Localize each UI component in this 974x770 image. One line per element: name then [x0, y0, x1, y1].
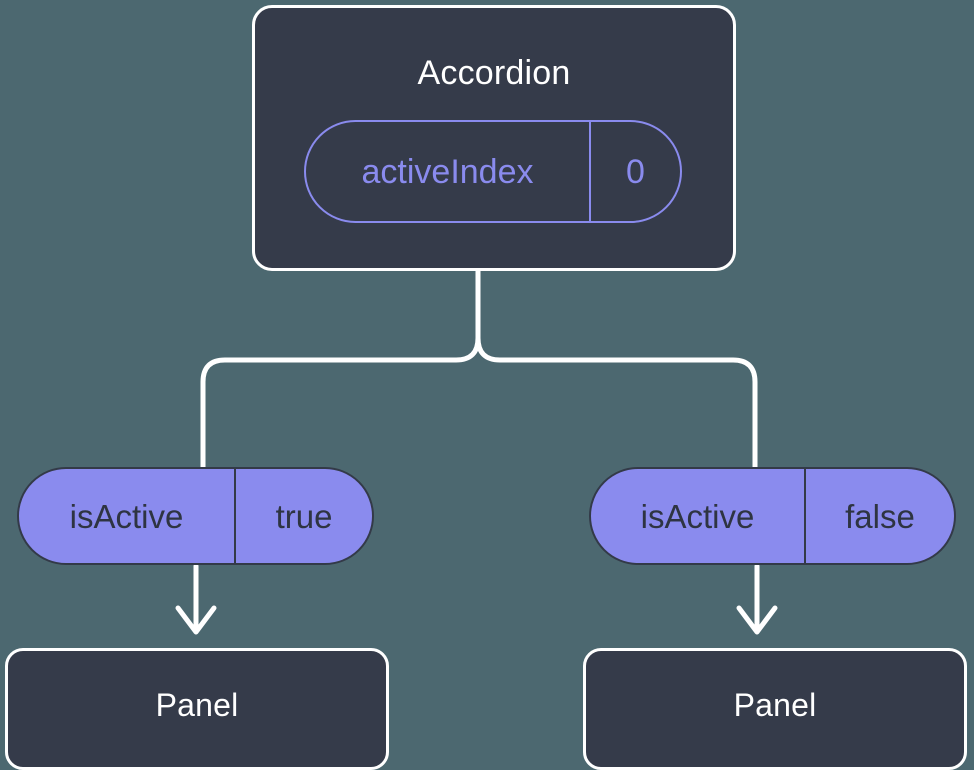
panel-right-node-title: Panel	[733, 687, 817, 723]
branch-left-path	[200, 268, 481, 470]
panel-left-node-title: Panel	[155, 687, 239, 723]
panel-right-prop-pill[interactable]: isActive false	[589, 467, 956, 565]
arrow-right-head-icon	[736, 605, 778, 635]
state-pill-key: activeIndex	[306, 122, 591, 221]
panel-left-component-node[interactable]: Panel	[5, 648, 389, 770]
arrow-left-head-icon	[175, 605, 217, 635]
accordion-state-pill[interactable]: activeIndex 0	[304, 120, 682, 223]
panel-left-prop-pill[interactable]: isActive true	[17, 467, 374, 565]
accordion-node-title: Accordion	[417, 54, 571, 92]
state-pill-value: 0	[626, 152, 645, 191]
branch-right-path	[475, 268, 758, 470]
panel-right-prop-key: isActive	[591, 469, 806, 563]
panel-right-prop-value: false	[845, 497, 915, 535]
panel-left-prop-value: true	[275, 497, 333, 535]
panel-left-prop-key: isActive	[19, 469, 236, 563]
panel-right-component-node[interactable]: Panel	[583, 648, 967, 770]
